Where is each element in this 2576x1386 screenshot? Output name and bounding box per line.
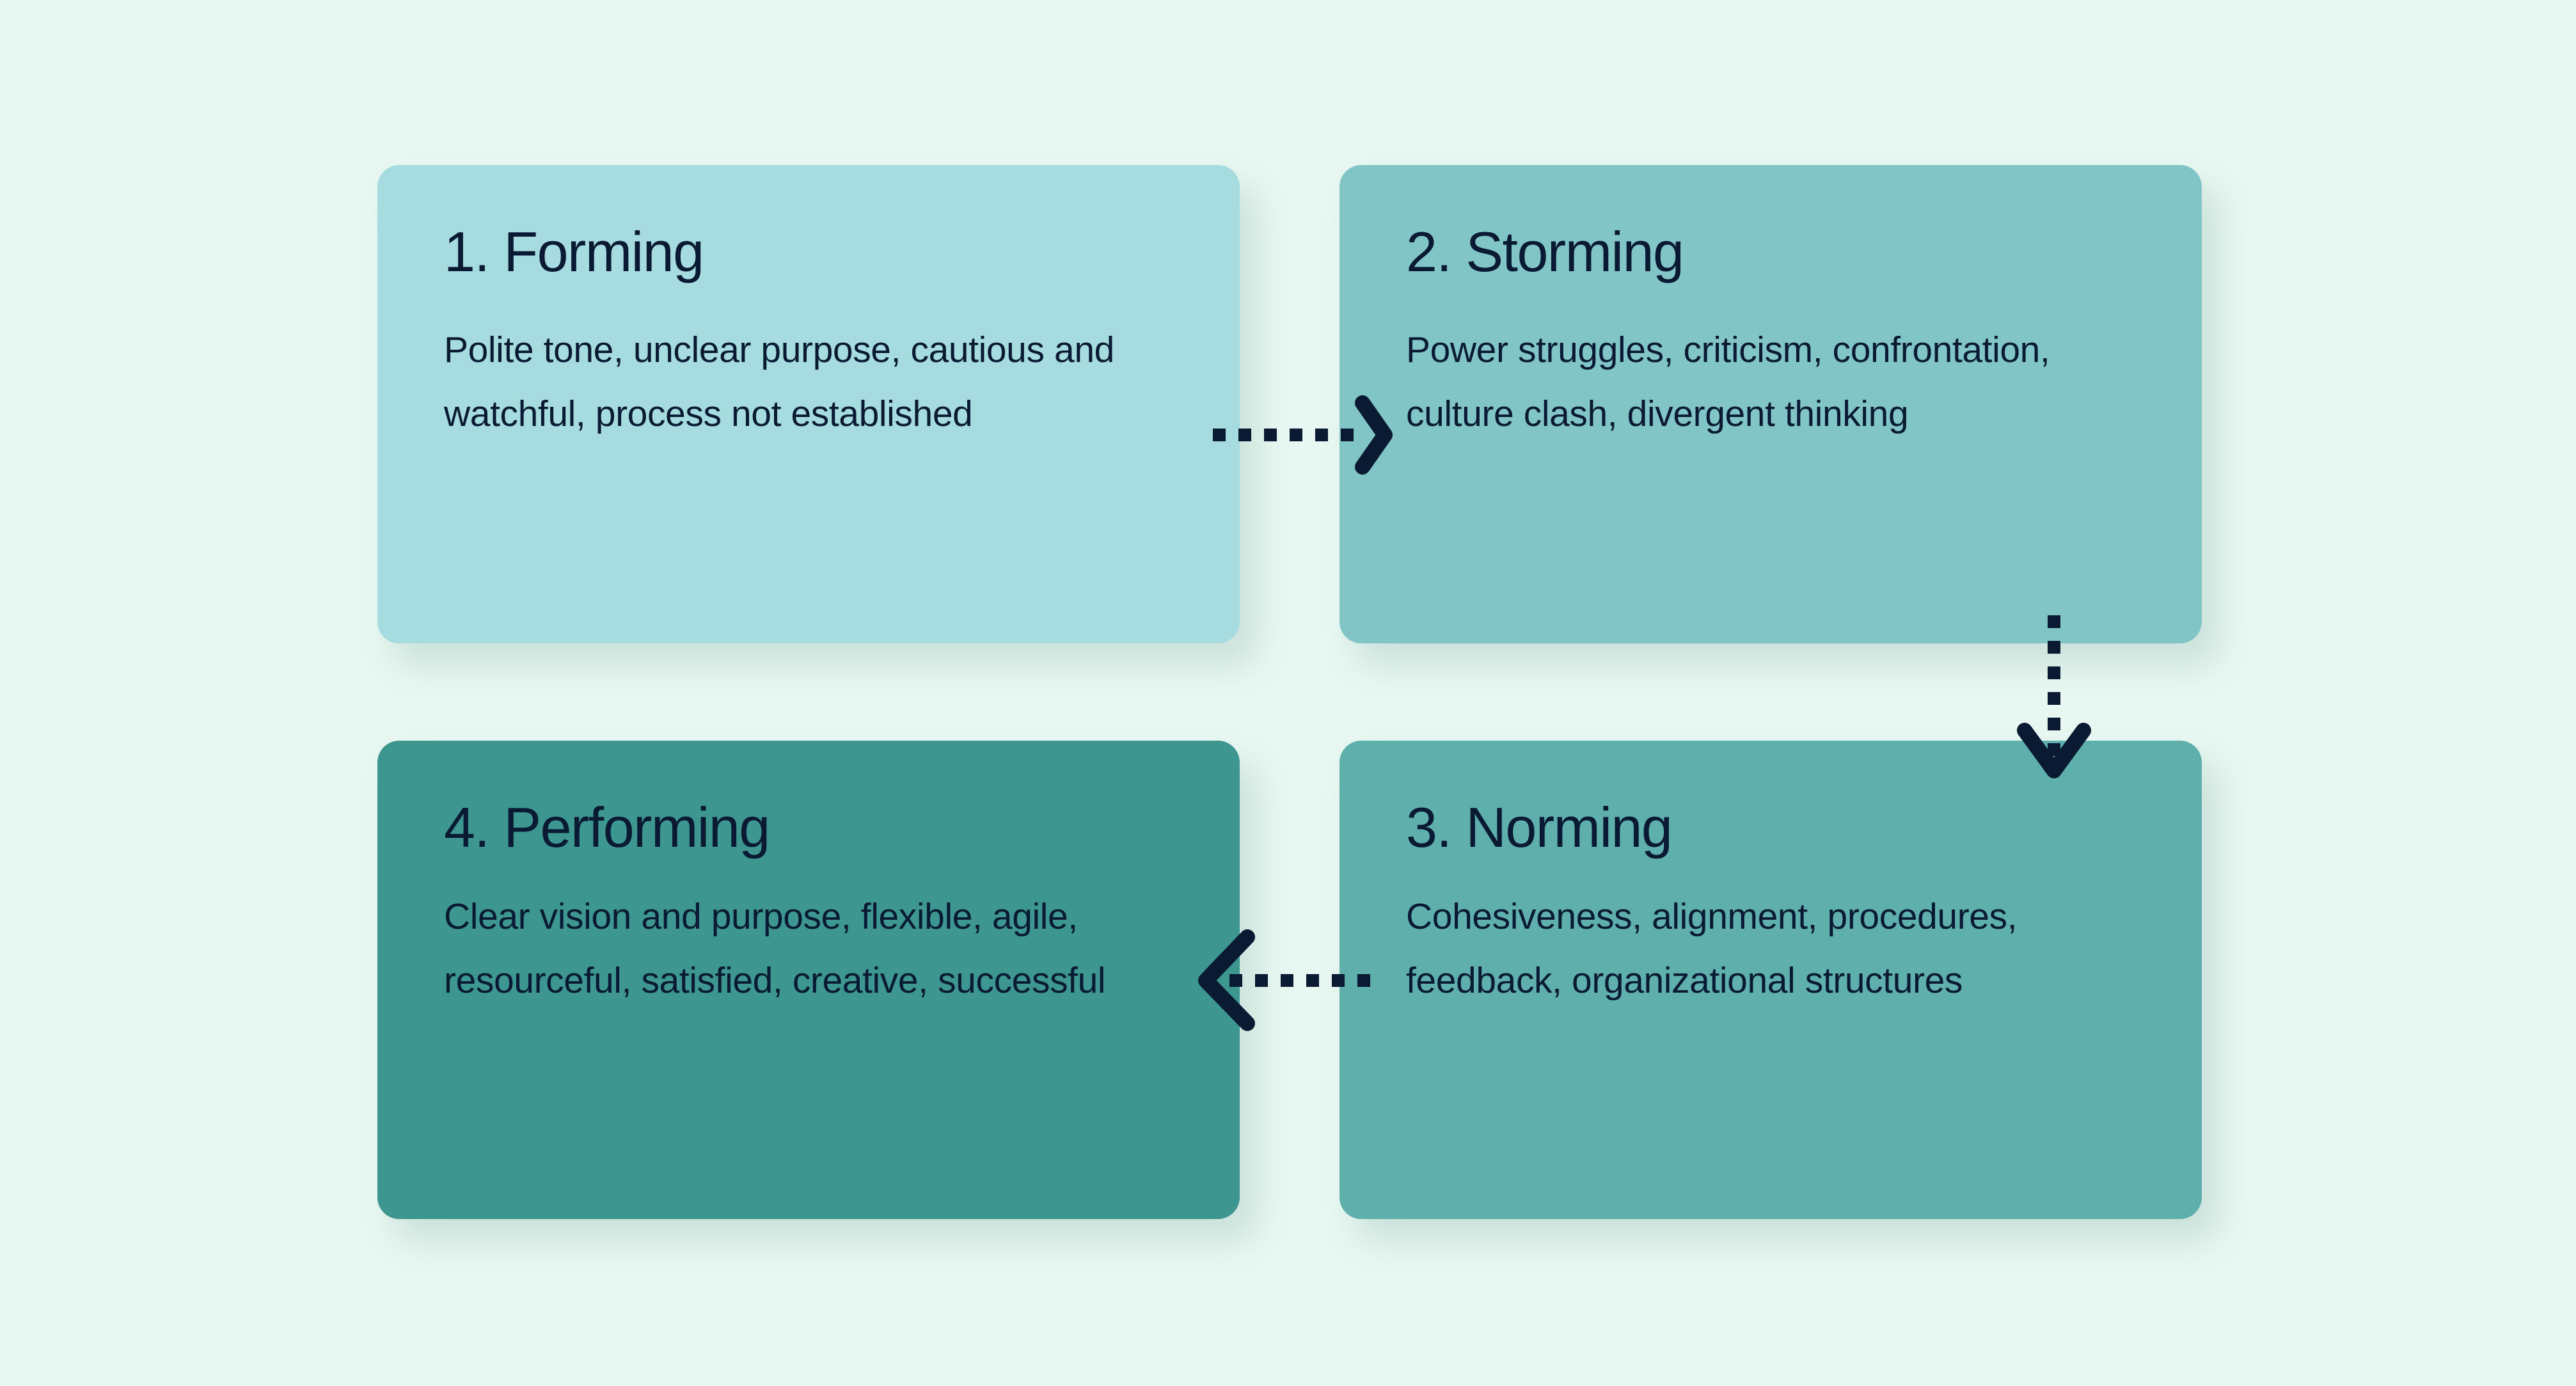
stage-title-norming: 3. Norming [1406, 796, 1673, 859]
stage-title-forming: 1. Forming [444, 220, 704, 283]
stage-body-storming: Power struggles, criticism, confrontatio… [1406, 329, 2050, 434]
stage-body-norming: Cohesiveness, alignment, procedures, fee… [1406, 896, 2018, 1001]
stage-body-performing: Clear vision and purpose, flexible, agil… [444, 896, 1106, 1001]
stage-card-storming[interactable]: 2. Storming Power struggles, criticism, … [1339, 165, 2202, 643]
stage-card-norming[interactable]: 3. Norming Cohesiveness, alignment, proc… [1339, 741, 2202, 1219]
stage-card-performing[interactable]: 4. Performing Clear vision and purpose, … [377, 741, 1240, 1219]
stage-body-forming: Polite tone, unclear purpose, cautious a… [444, 329, 1114, 434]
stage-title-storming: 2. Storming [1406, 220, 1684, 283]
stage-card-forming[interactable]: 1. Forming Polite tone, unclear purpose,… [377, 165, 1240, 643]
stage-title-performing: 4. Performing [444, 796, 770, 859]
